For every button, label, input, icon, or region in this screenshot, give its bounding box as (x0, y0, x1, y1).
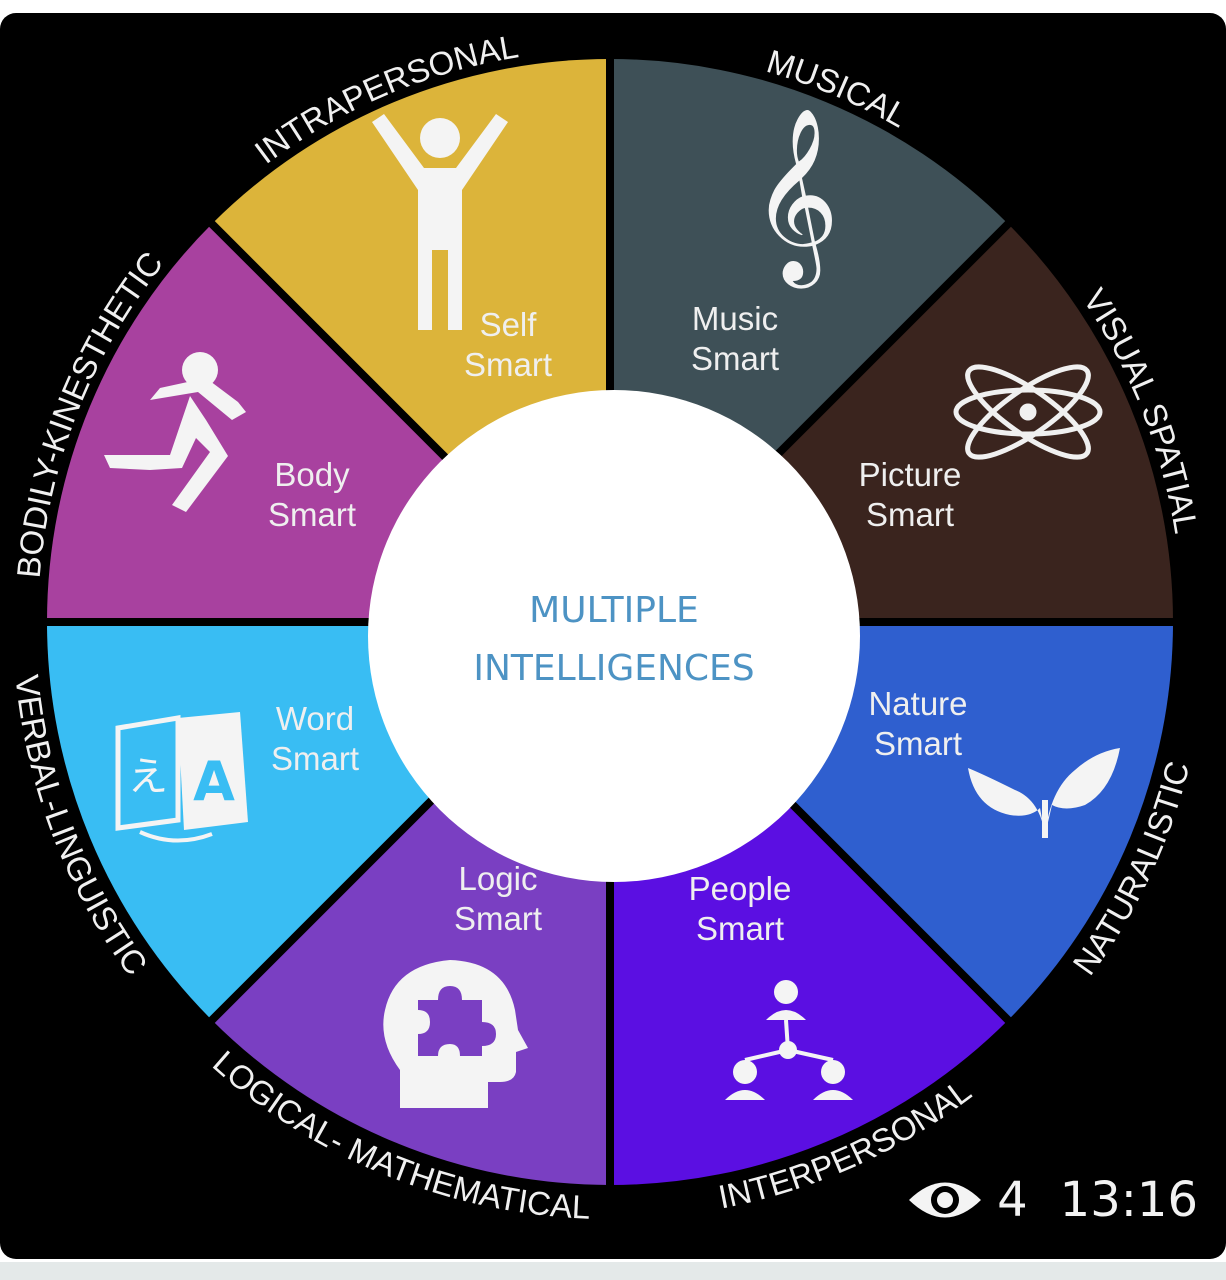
svg-text:え: え (128, 754, 168, 800)
visual-spatial-label-line1: Picture (859, 456, 962, 493)
center-title-line2: INTELLIGENCES (473, 648, 754, 689)
bodily-kinesthetic-label-line2: Smart (268, 496, 356, 533)
chat-background (0, 1262, 1226, 1280)
head-puzzle-icon (383, 960, 528, 1108)
verbal-linguistic-label-line2: Smart (271, 740, 359, 777)
center-title-line1: MULTIPLE (529, 590, 699, 631)
naturalistic-label-line2: Smart (874, 725, 962, 762)
message-time: 13:16 (1059, 1172, 1198, 1228)
logical-mathematical-label-line2: Smart (454, 900, 542, 937)
intrapersonal-label-line2: Smart (464, 346, 552, 383)
person-arms-raised-icon (372, 114, 508, 330)
musical-label-line1: Music (692, 300, 778, 337)
treble-clef-icon: 𝄞 (751, 107, 840, 289)
atom-icon (953, 364, 1103, 460)
naturalistic-label-line1: Nature (868, 685, 967, 722)
view-count: 4 (997, 1172, 1028, 1228)
intrapersonal-label-line1: Self (480, 306, 538, 343)
bodily-kinesthetic-label-line1: Body (274, 456, 350, 493)
leaf-sprout-icon (968, 748, 1120, 838)
center-circle (368, 390, 860, 882)
interpersonal-label-line1: People (689, 870, 792, 907)
interpersonal-label-line2: Smart (696, 910, 784, 947)
verbal-linguistic-label-line1: Word (276, 700, 354, 737)
visual-spatial-label-line2: Smart (866, 496, 954, 533)
musical-label-line2: Smart (691, 340, 779, 377)
logical-mathematical-label-line1: Logic (459, 860, 538, 897)
eye-icon (909, 1182, 982, 1218)
translate-icon: え A (115, 712, 248, 843)
people-network-icon (725, 980, 853, 1100)
svg-text:A: A (193, 750, 235, 813)
message-meta: 4 13:16 (907, 1172, 1198, 1228)
runner-icon (104, 352, 246, 512)
